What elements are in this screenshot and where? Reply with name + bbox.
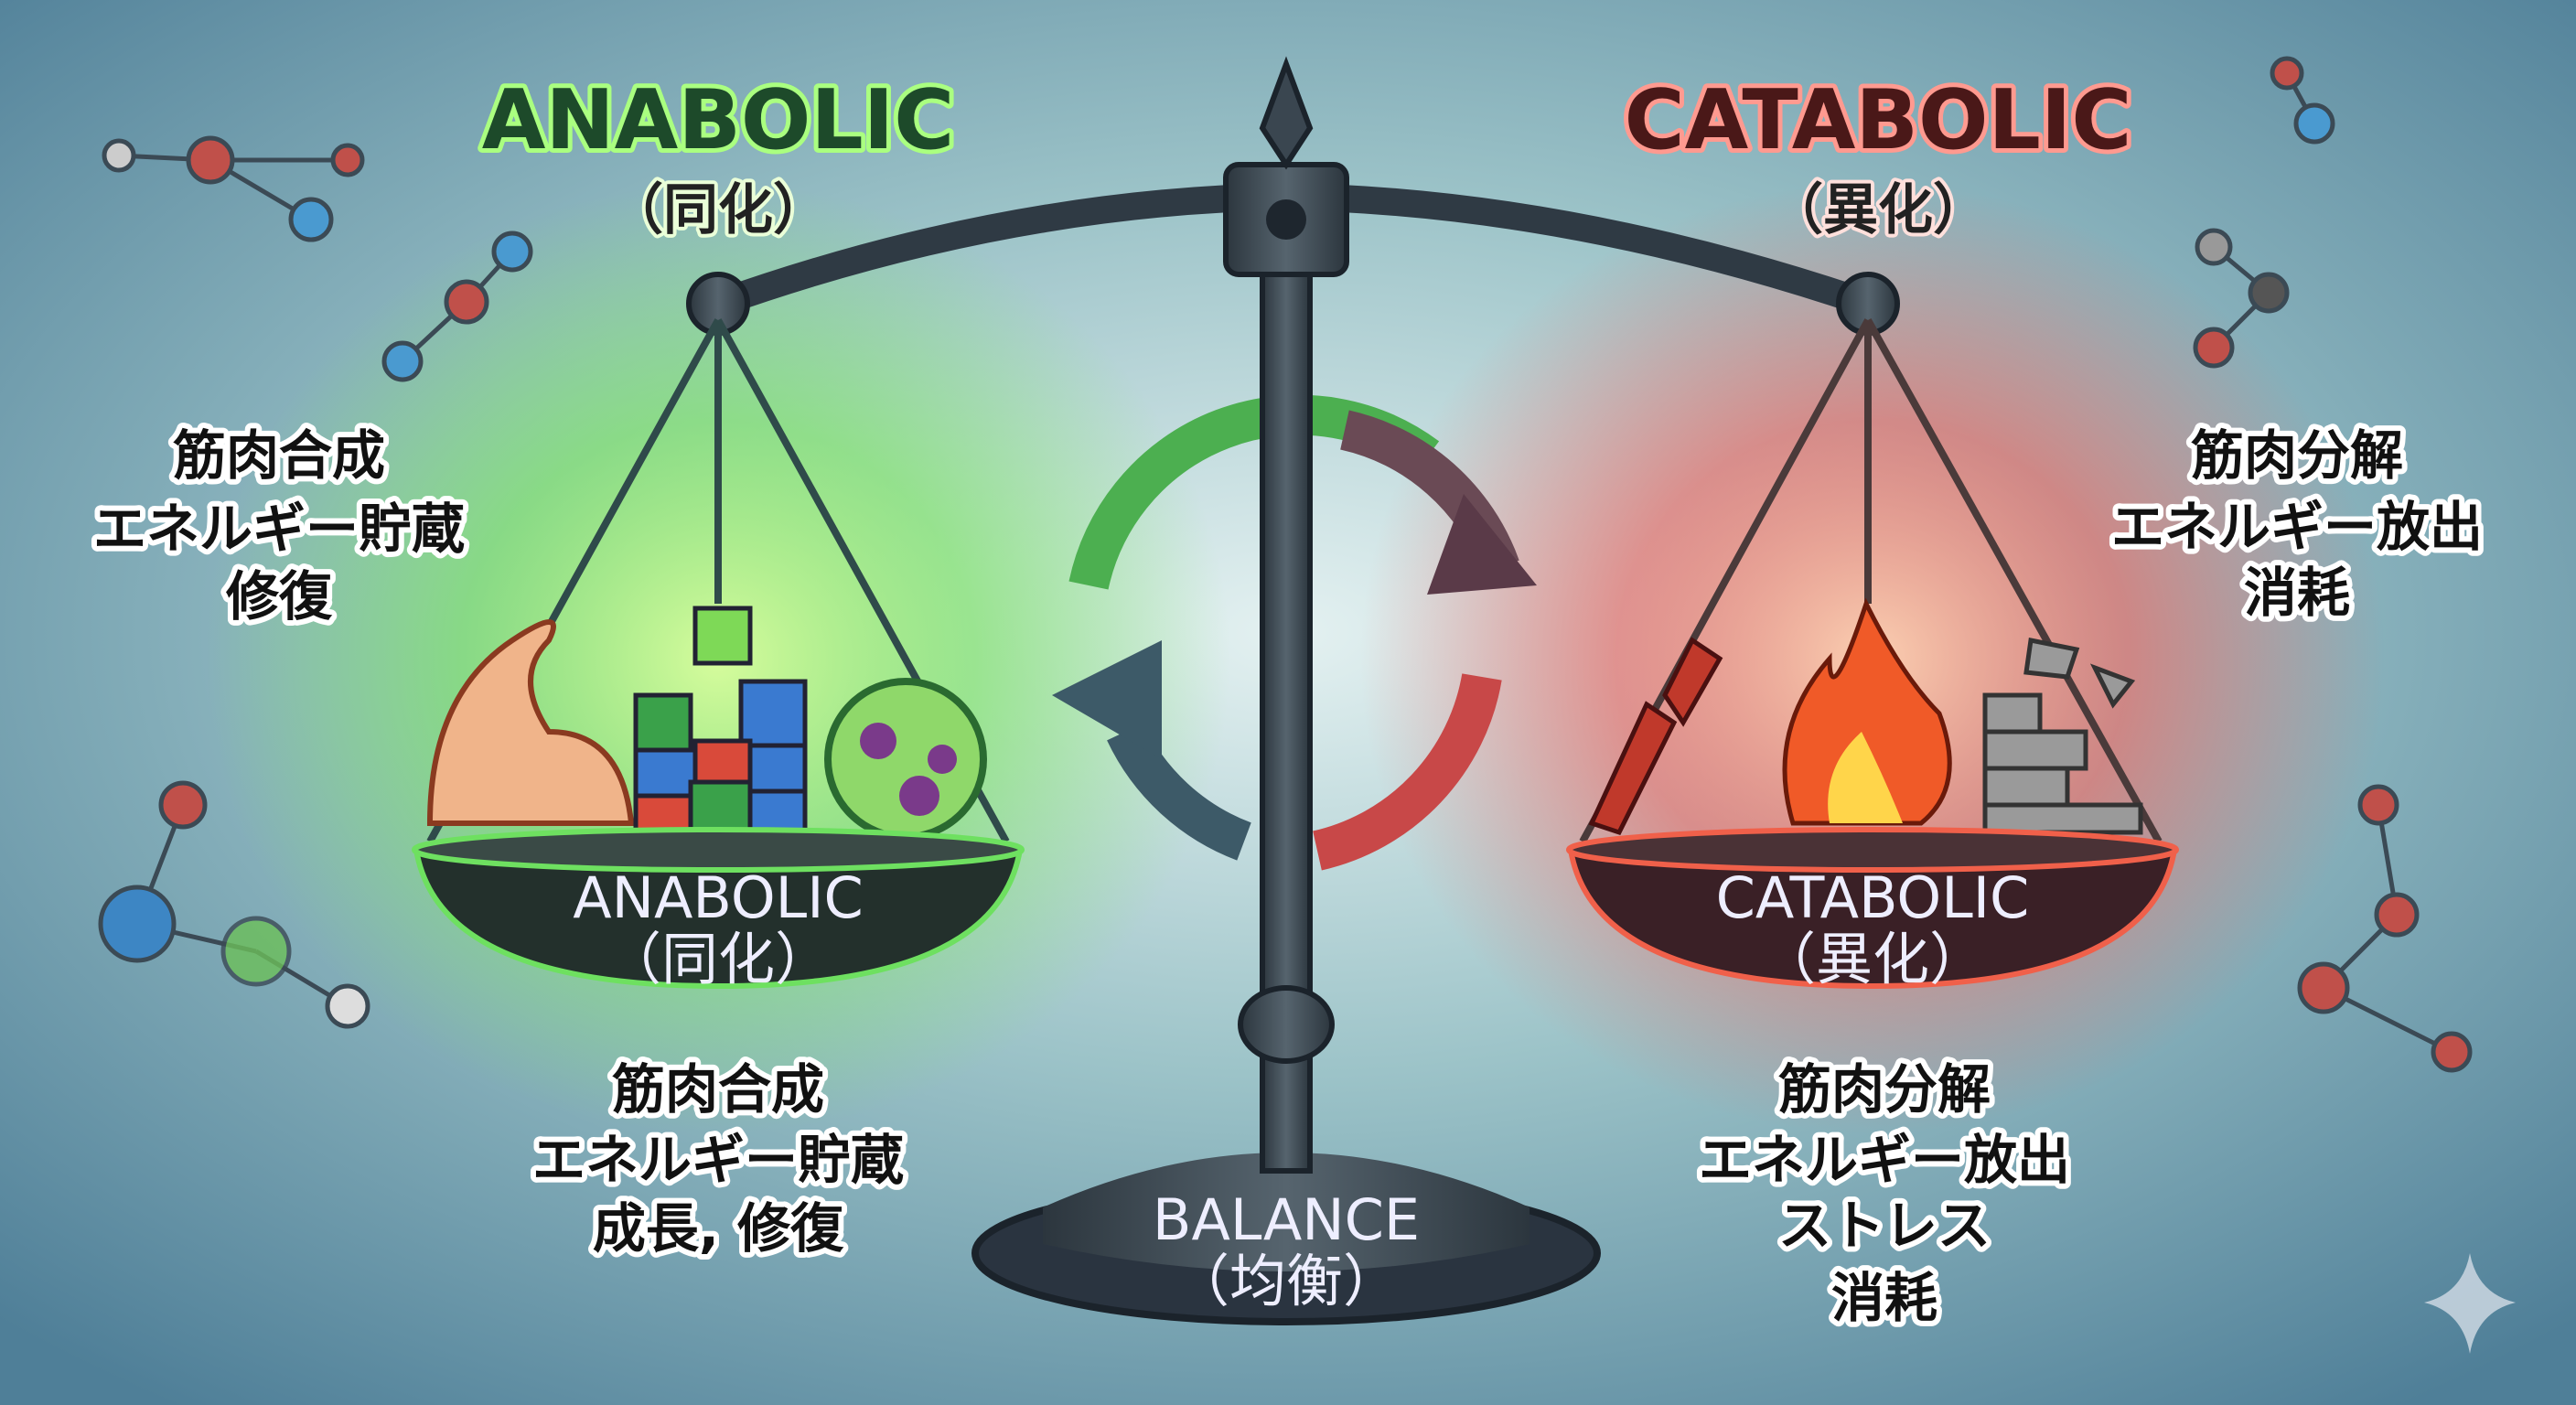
- catabolic-side-text: 筋肉分解 エネルギー放出 消耗: [2106, 419, 2488, 629]
- catabolic-pan-sublabel: （異化）: [1759, 926, 1986, 992]
- anabolic-bottom-text: 筋肉合成 エネルギー貯蔵 成長, 修復: [527, 1053, 909, 1265]
- anabolic-pan-sublabel: （同化）: [605, 926, 832, 992]
- catabolic-pan-label: CATABOLIC: [1716, 864, 2030, 931]
- anabolic-title: ANABOLIC: [482, 72, 955, 168]
- crumbling-wall-icon: [1982, 638, 2143, 835]
- anabolic-pan: [412, 827, 1025, 990]
- catabolic-title: CATABOLIC: [1625, 72, 2132, 168]
- text-line: 消耗: [2244, 562, 2350, 624]
- text-line: 筋肉合成: [173, 424, 385, 487]
- anabolic-pan-label: ANABOLIC: [573, 864, 864, 931]
- cell-icon: [824, 678, 987, 841]
- text-line: 成長, 修復: [593, 1197, 844, 1260]
- balance-sublabel: （均衡）: [1173, 1248, 1400, 1314]
- flexed-arm-icon: [426, 619, 635, 826]
- catabolic-subtitle: （異化）: [1768, 178, 1988, 242]
- text-line: 筋肉分解: [1778, 1058, 1991, 1121]
- anabolic-subtitle: （同化）: [608, 178, 828, 242]
- sparkle-icon: [2424, 1253, 2516, 1354]
- text-line: 筋肉合成: [612, 1058, 824, 1121]
- cycle-arrows-icon: [1052, 394, 1537, 871]
- text-line: エネルギー貯蔵: [532, 1129, 904, 1191]
- catabolic-pan: [1566, 827, 2179, 990]
- text-line: 筋肉分解: [2191, 424, 2403, 487]
- text-line: エネルギー放出: [2111, 496, 2483, 558]
- text-line: ストレス: [1778, 1195, 1991, 1257]
- text-line: 消耗: [1831, 1267, 1937, 1329]
- molecule-icon: [98, 56, 2473, 1073]
- anabolic-side-text: 筋肉合成 エネルギー貯蔵 修復: [88, 419, 470, 633]
- text-line: 修復: [226, 565, 333, 627]
- catabolic-bottom-text: 筋肉分解 エネルギー放出 ストレス 消耗: [1693, 1053, 2076, 1335]
- scale: [426, 56, 2163, 1325]
- torn-muscle-icon: [1588, 637, 1723, 836]
- fire-icon: [1782, 597, 1952, 826]
- balance-label: BALANCE: [1153, 1186, 1420, 1253]
- text-line: エネルギー貯蔵: [93, 498, 465, 560]
- text-line: エネルギー放出: [1699, 1129, 2070, 1191]
